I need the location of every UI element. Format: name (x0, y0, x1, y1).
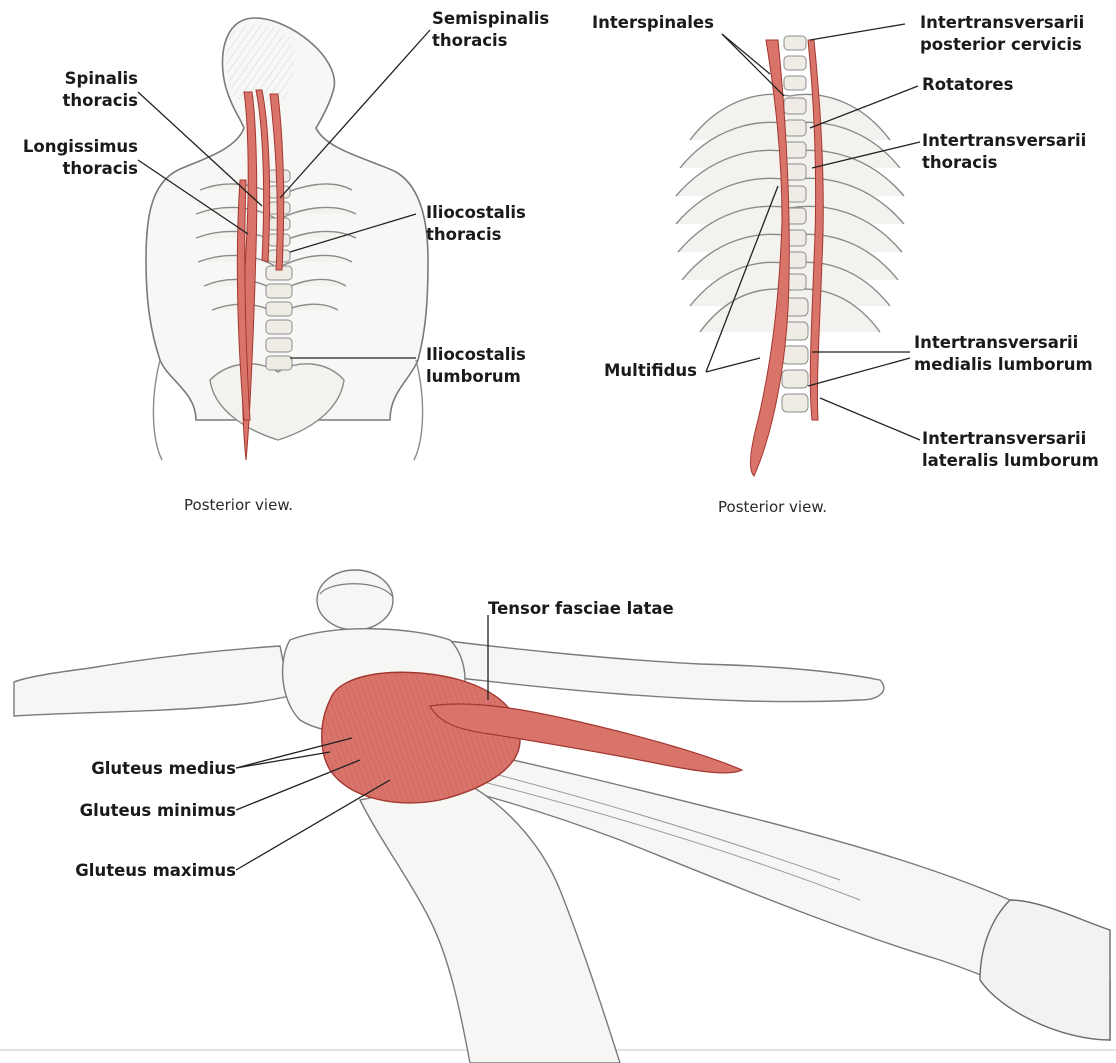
label-multifidus: Multifidus (604, 360, 697, 382)
label-longissimus-thoracis: Longissimus thoracis (6, 136, 138, 180)
label-semispinalis-thoracis: Semispinalis thoracis (432, 8, 549, 52)
back-torso-figure (146, 18, 428, 460)
label-gluteus-minimus: Gluteus minimus (40, 800, 236, 822)
label-spinalis-thoracis: Spinalis thoracis (28, 68, 138, 112)
label-tensor-fasciae-latae: Tensor fasciae latae (488, 598, 674, 620)
label-interspinales: Interspinales (592, 12, 714, 34)
label-intertransversarii-posterior-cervicis: Intertransversarii posterior cervicis (920, 12, 1084, 56)
label-rotatores: Rotatores (922, 74, 1013, 96)
label-iliocostalis-lumborum: Iliocostalis lumborum (426, 344, 526, 388)
label-gluteus-medius: Gluteus medius (40, 758, 236, 780)
label-gluteus-maximus: Gluteus maximus (40, 860, 236, 882)
label-iliocostalis-thoracis: Iliocostalis thoracis (426, 202, 526, 246)
label-intertransversarii-medialis-lumborum: Intertransversarii medialis lumborum (914, 332, 1093, 376)
ribcage-figure (676, 36, 904, 476)
label-intertransversarii-lateralis-lumborum: Intertransversarii lateralis lumborum (922, 428, 1099, 472)
caption-posterior-view-left: Posterior view. (184, 496, 293, 514)
label-intertransversarii-thoracis: Intertransversarii thoracis (922, 130, 1086, 174)
caption-posterior-view-right: Posterior view. (718, 498, 827, 516)
